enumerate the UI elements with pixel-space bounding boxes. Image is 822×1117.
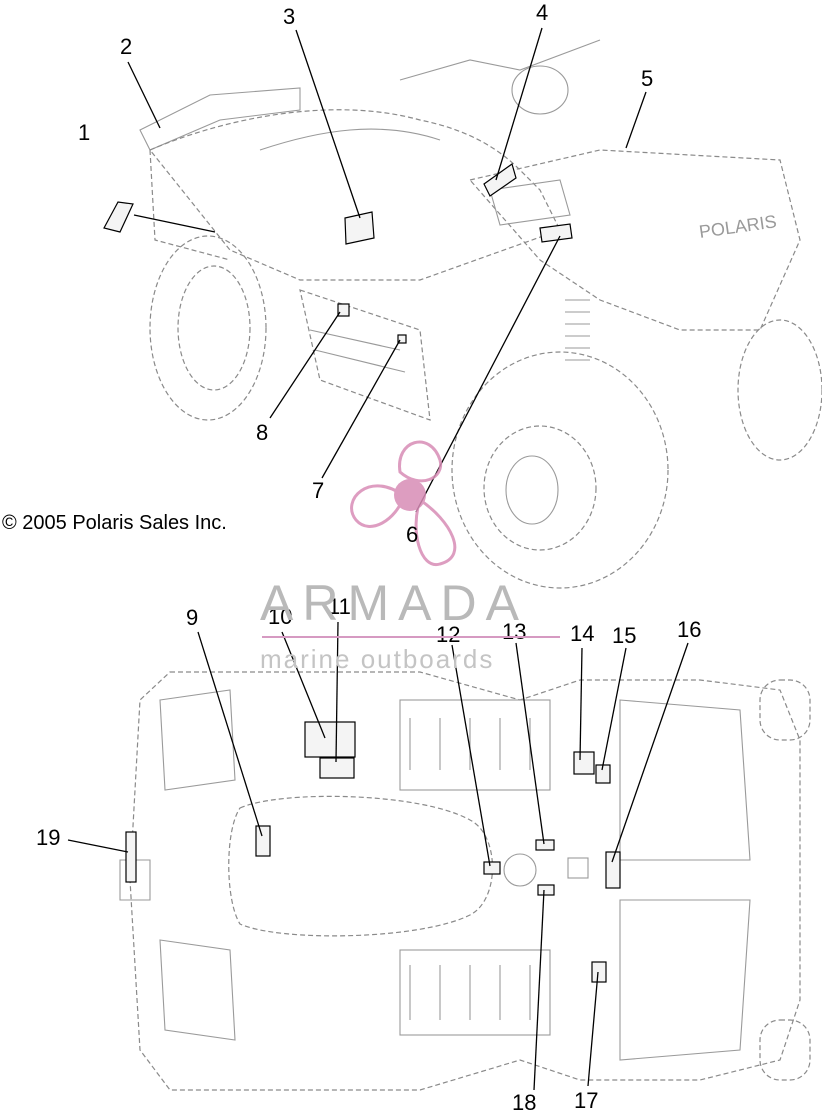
fender-text: POLARIS: [698, 211, 778, 242]
decal-8: [337, 303, 350, 317]
atv-side-view: POLARIS: [103, 27, 822, 589]
callout-5: 5: [641, 66, 653, 91]
decal-11: [319, 757, 355, 779]
watermark-propeller: [350, 440, 457, 566]
callout-8: 8: [256, 420, 268, 445]
decal-12: [483, 861, 501, 875]
callout-3: 3: [283, 4, 295, 29]
callout-14: 14: [570, 621, 594, 646]
decal-1: [103, 201, 134, 233]
callout-10: 10: [268, 604, 292, 629]
callout-18: 18: [512, 1090, 536, 1112]
atv-plan-view: [67, 621, 811, 1091]
callout-17: 17: [574, 1088, 598, 1112]
decal-14: [573, 751, 595, 775]
decal-16: [605, 851, 621, 889]
decal-4: [483, 163, 517, 197]
callout-6: 6: [406, 522, 418, 547]
watermark-underline: [262, 636, 560, 638]
decal-17: [591, 961, 607, 983]
decal-3: [344, 211, 375, 245]
watermark-word: ARMADA: [260, 575, 528, 631]
callout-16: 16: [677, 617, 701, 642]
callout-7: 7: [312, 478, 324, 503]
callout-1: 1: [78, 120, 90, 145]
callout-15: 15: [612, 623, 636, 648]
callout-19: 19: [36, 825, 60, 850]
decal-7: [397, 334, 407, 344]
callout-4: 4: [536, 0, 548, 25]
decal-10: [304, 721, 356, 758]
decal-6: [539, 223, 573, 243]
watermark-tagline: marine outboards: [260, 644, 495, 674]
decal-13: [535, 839, 555, 851]
callout-9: 9: [186, 605, 198, 630]
callout-11: 11: [328, 594, 351, 619]
callout-2: 2: [120, 34, 132, 59]
copyright-text: © 2005 Polaris Sales Inc.: [2, 512, 227, 534]
decal-19: [125, 831, 137, 883]
callout-12: 12: [436, 622, 460, 647]
callout-13: 13: [502, 619, 526, 644]
callout-labels: 1 2 3 4 5 6 7 8 9 10 11 12 13 14 15 16 1…: [36, 0, 701, 1115]
decal-9: [255, 825, 271, 857]
decal-18: [537, 884, 555, 896]
